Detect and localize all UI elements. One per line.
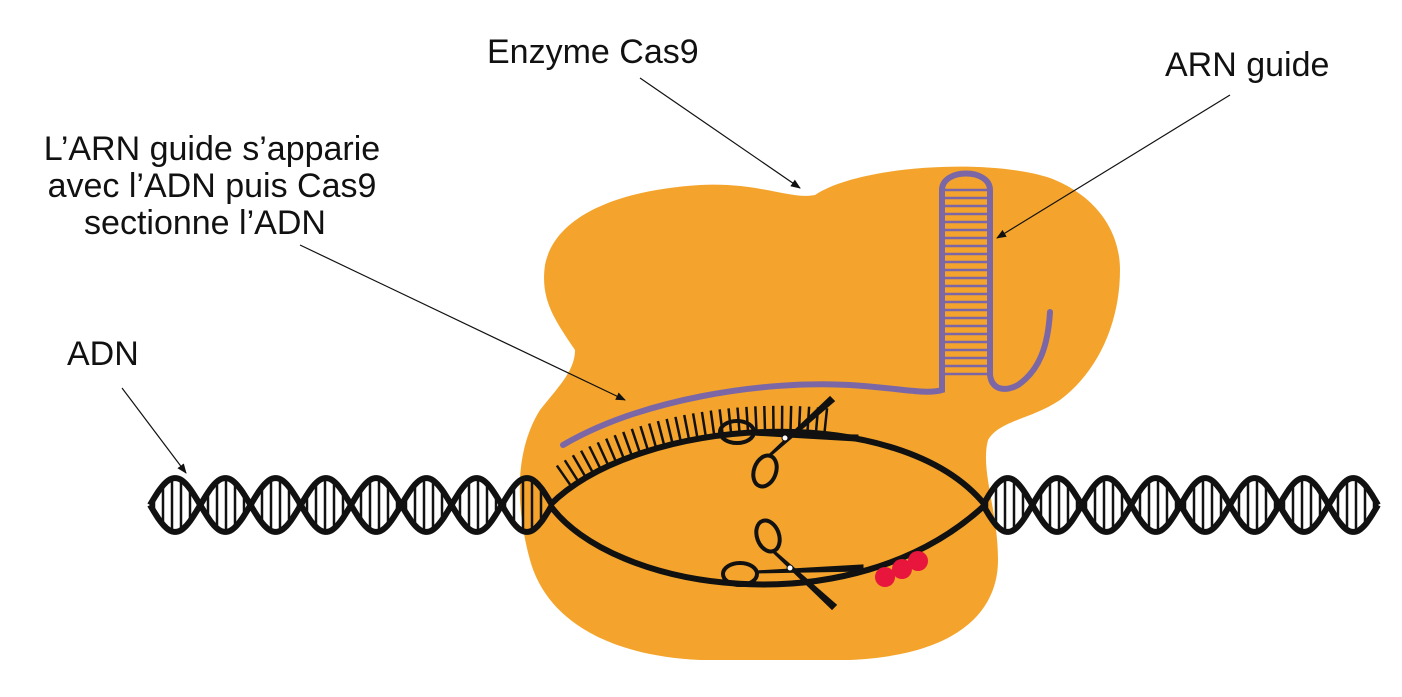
guide-rna-stem-rungs bbox=[945, 188, 987, 376]
dna-rna-pair-tick bbox=[709, 410, 716, 437]
dna-rna-pair-tick bbox=[596, 441, 610, 467]
mutation-dot bbox=[875, 567, 895, 587]
leader-lines bbox=[121, 77, 1231, 474]
leader-line-enzyme bbox=[639, 77, 801, 189]
dna-rna-pair-tick bbox=[579, 450, 595, 475]
dna-rna-pair-tick bbox=[745, 406, 750, 433]
dna-rna-pair-tick bbox=[683, 414, 691, 441]
dna-helix-right bbox=[980, 475, 1381, 535]
dna-rna-pair-tick bbox=[630, 428, 642, 454]
dna-rna-pair-tick bbox=[665, 418, 674, 445]
scissors-icon bbox=[718, 395, 859, 489]
label-guide-rna: ARN guide bbox=[1165, 46, 1329, 84]
dna-open-strand-ticks bbox=[555, 405, 829, 488]
label-enzyme-cas9: Enzyme Cas9 bbox=[487, 33, 699, 71]
leader-line-pairing bbox=[299, 244, 626, 401]
guide-rna-strand bbox=[560, 170, 1053, 448]
dna-rna-pair-tick bbox=[571, 454, 588, 479]
mutation-dot bbox=[892, 559, 912, 579]
dna-strand bbox=[980, 475, 1381, 535]
dna-rna-pair-tick bbox=[789, 405, 793, 432]
dna-rna-pair-tick bbox=[622, 431, 634, 457]
dna-strand bbox=[147, 475, 555, 535]
dna-rna-pair-tick bbox=[823, 408, 829, 435]
dna-rna-pair-tick bbox=[674, 416, 683, 443]
scissors-icon bbox=[721, 518, 864, 611]
guide-rna bbox=[560, 170, 1053, 448]
dna-rna-pair-tick bbox=[605, 438, 618, 464]
dna-rna-pair-tick bbox=[691, 413, 699, 440]
dna-rna-pair-tick bbox=[647, 423, 658, 449]
dna-rna-pair-tick bbox=[754, 406, 758, 433]
dna-rna-pair-tick bbox=[656, 420, 666, 447]
dna-molecule bbox=[147, 405, 1381, 588]
dna-upper-strand bbox=[547, 428, 988, 508]
leader-line-dna bbox=[121, 387, 187, 474]
dna-rna-pair-tick bbox=[718, 409, 724, 436]
dna-rna-pair-tick bbox=[588, 445, 603, 471]
label-pairing-line-3: sectionne l’ADN bbox=[84, 204, 326, 242]
label-pairing-line-2: avec l’ADN puis Cas9 bbox=[48, 167, 377, 205]
leader-line-guide-rna bbox=[996, 94, 1231, 239]
dna-rna-pair-tick bbox=[613, 434, 626, 460]
label-dna: ADN bbox=[67, 335, 139, 373]
dna-rna-pair-tick bbox=[763, 405, 767, 433]
dna-rna-pair-tick bbox=[563, 459, 580, 483]
dna-rna-pair-tick bbox=[700, 411, 708, 438]
mutation-marks bbox=[875, 551, 928, 587]
mutation-dot bbox=[908, 551, 928, 571]
dna-helix-left bbox=[147, 475, 555, 535]
dna-rna-pair-tick bbox=[555, 464, 573, 488]
label-pairing-line-1: L’ARN guide s’apparie bbox=[44, 130, 380, 168]
dna-rna-pair-tick bbox=[639, 425, 650, 452]
